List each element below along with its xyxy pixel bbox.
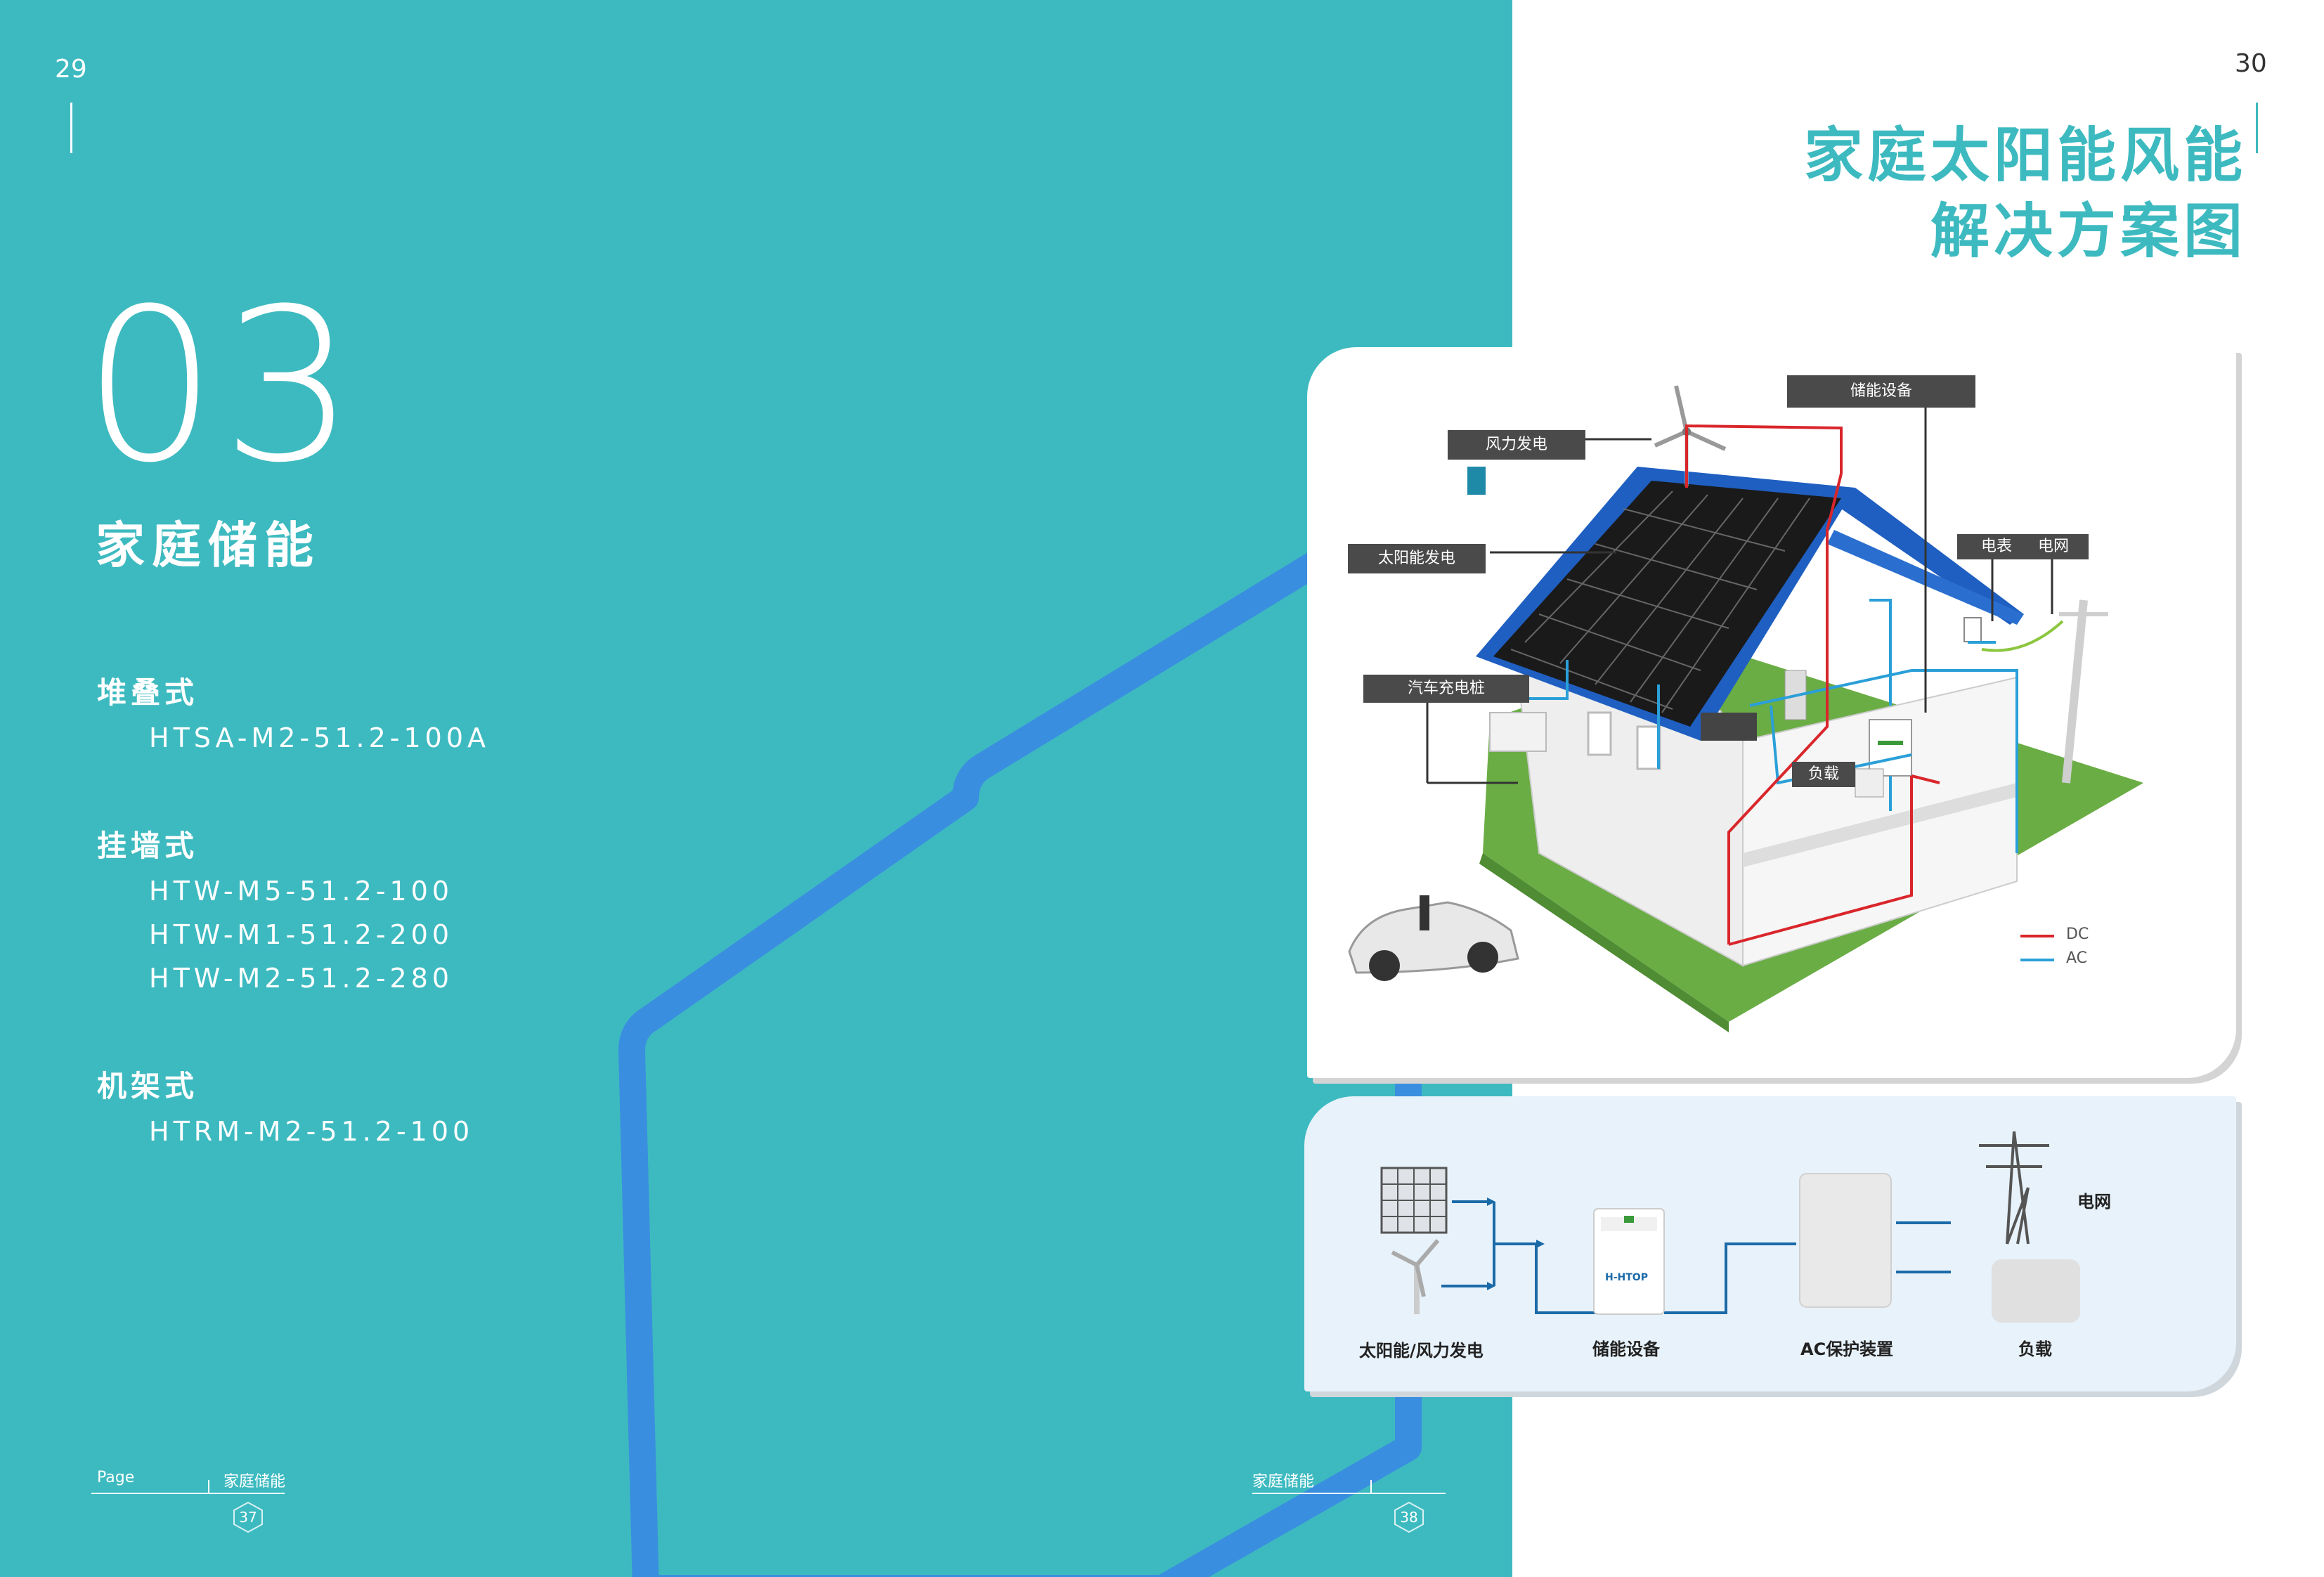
flow-protection-label: AC保护装置: [1800, 1339, 1894, 1359]
chapter-title: 家庭储能: [96, 517, 320, 574]
footer-tick-right: [1370, 1480, 1372, 1494]
category-wall: 挂墙式: [97, 829, 199, 863]
model-item: HTW-M5-51.2-100: [149, 876, 454, 907]
footer-section-right: 家庭储能: [1252, 1473, 1315, 1491]
category-stacked: 堆叠式: [97, 675, 199, 710]
storage-unit: [1869, 719, 1912, 777]
model-item: HTSA-M2-51.2-100A: [149, 722, 491, 753]
model-item: HTRM-M2-51.2-100: [149, 1116, 474, 1147]
chapter-number: 03: [83, 264, 360, 509]
footer-rule: [91, 1493, 285, 1494]
right-page-number: 30: [2235, 49, 2267, 78]
callout-storage: 储能设备: [1787, 375, 1975, 408]
callout-solar: 太阳能发电: [1348, 544, 1486, 573]
flow-grid-label: 电网: [2077, 1192, 2111, 1212]
solar-panel-array: [1493, 481, 1841, 727]
footer-page-badge: 37: [232, 1501, 264, 1533]
system-flow-diagram: H-HTOP 太阳能/风力发电 储能设备 AC保护装置 电网 负载: [1304, 1096, 2236, 1391]
load-icon: [1992, 1259, 2080, 1323]
footer-page-badge-right: 38: [1393, 1501, 1425, 1533]
flow-load-label: 负载: [2018, 1339, 2052, 1359]
left-page-number: 29: [55, 55, 87, 84]
footer-rule-right: [1252, 1493, 1446, 1494]
model-item: HTW-M1-51.2-200: [149, 919, 454, 950]
flow-brand: H-HTOP: [1605, 1272, 1648, 1283]
wind-turbine-icon: [1391, 1239, 1440, 1314]
ac-protection-icon: [1799, 1173, 1892, 1308]
footer-page-label: Page: [97, 1469, 135, 1486]
power-tower-icon: [1979, 1131, 2049, 1245]
left-page-rule: [70, 103, 72, 153]
storage-unit-icon: [1593, 1208, 1665, 1315]
house-diagram-card: 风力发电 储能设备 太阳能发电 电表 电网 汽车充电桩 负载 DC AC: [1307, 347, 2236, 1078]
house-illustration: [1348, 385, 2143, 1032]
callout-grid: 电网: [2018, 534, 2089, 559]
legend-dc-label: DC: [2066, 926, 2089, 943]
solar-panel-icon: [1380, 1167, 1448, 1234]
model-item: HTW-M2-51.2-280: [149, 963, 454, 994]
solution-heading-line2: 解决方案图: [1930, 197, 2247, 266]
callout-load: 负载: [1792, 762, 1855, 787]
flow-storage-label: 储能设备: [1592, 1339, 1660, 1359]
footer-tick: [208, 1480, 209, 1494]
callout-ev: 汽车充电桩: [1363, 675, 1529, 703]
ev-charger: [1420, 895, 1429, 930]
solution-heading-line1: 家庭太阳能风能: [1803, 121, 2247, 190]
callout-wind: 风力发电: [1448, 430, 1585, 460]
left-page: [0, 0, 1512, 1577]
footer-section: 家庭储能: [223, 1473, 286, 1491]
category-rack: 机架式: [97, 1069, 199, 1103]
right-page-rule: [2256, 103, 2258, 153]
flow-source-label: 太阳能/风力发电: [1359, 1341, 1484, 1361]
legend-ac-label: AC: [2066, 949, 2088, 967]
